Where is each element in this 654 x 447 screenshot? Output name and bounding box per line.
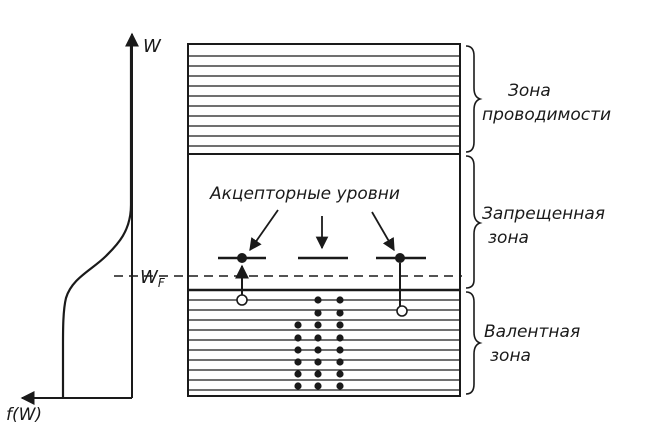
valence-electron: [336, 309, 344, 317]
valence-electron: [294, 321, 302, 329]
function-axis-label: f(W): [6, 405, 42, 425]
conduction-brace: [465, 45, 483, 153]
pointer-arrow-left: [249, 209, 279, 252]
valence-electron: [294, 334, 302, 342]
hole-right: [396, 305, 408, 317]
forbidden-band-label-line2: зона: [488, 228, 529, 248]
conduction-band-label-line1: Зона: [508, 81, 551, 101]
valence-electron: [314, 321, 322, 329]
valence-band-label-line1: Валентная: [484, 322, 580, 342]
valence-electron: [294, 370, 302, 378]
valence-band-label-line2: зона: [490, 346, 531, 366]
acceptor-electron-right: [395, 253, 405, 263]
valence-electron: [314, 334, 322, 342]
distribution-plot: W f(W) WF: [6, 32, 166, 425]
fermi-dirac-curve: [61, 40, 133, 398]
valence-electron: [336, 382, 344, 390]
valence-electrons: [294, 296, 344, 390]
valence-electron: [336, 334, 344, 342]
valence-electron: [314, 358, 322, 366]
valence-brace: [465, 291, 483, 395]
conduction-band: [188, 55, 460, 147]
band-box-outline: [187, 43, 461, 397]
valence-electron: [336, 296, 344, 304]
valence-electron: [314, 346, 322, 354]
valence-band: [188, 299, 460, 391]
valence-electron: [336, 321, 344, 329]
valence-electron: [314, 370, 322, 378]
valence-electron: [336, 346, 344, 354]
acceptor-electron-left: [237, 253, 247, 263]
acceptor-levels-label: Акцепторные уровни: [209, 184, 400, 204]
valence-electron: [294, 346, 302, 354]
hole-left: [236, 294, 248, 306]
fermi-level-label: WF: [140, 267, 166, 290]
valence-electron: [314, 309, 322, 317]
conduction-band-label-line2: проводимости: [482, 105, 611, 125]
pointer-arrow-right: [371, 211, 395, 252]
valence-electron: [294, 382, 302, 390]
valence-electron: [336, 370, 344, 378]
forbidden-brace: [465, 155, 483, 289]
valence-electron: [294, 358, 302, 366]
energy-axis-label: W: [143, 36, 162, 57]
valence-electron: [336, 358, 344, 366]
valence-electron: [314, 296, 322, 304]
band-box: Акцепторные уровни: [187, 43, 461, 397]
forbidden-band-label-line1: Запрещенная: [482, 204, 605, 224]
valence-electron: [314, 382, 322, 390]
